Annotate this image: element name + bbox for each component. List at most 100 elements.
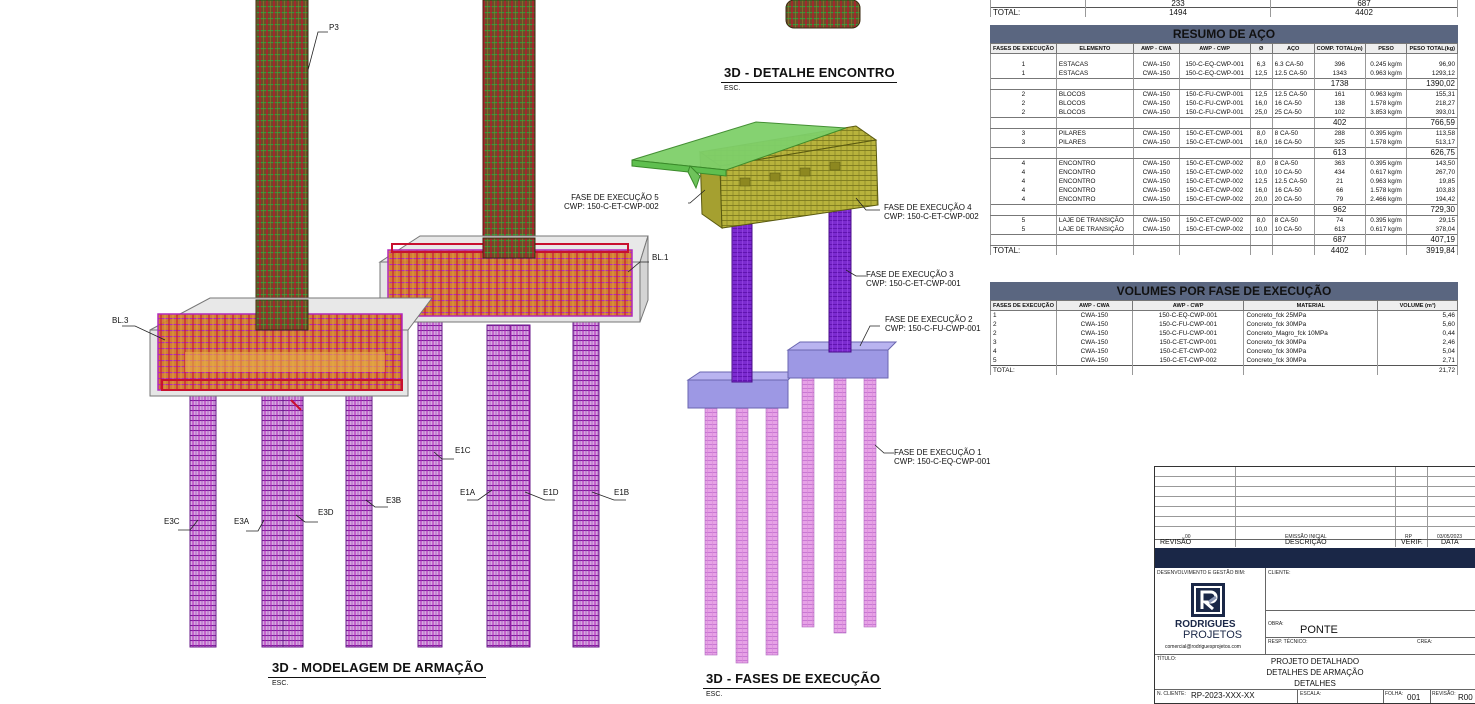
resumo-header-cell: PESO TOTAL(kg) — [1406, 43, 1458, 54]
resumo-cell: CWA-150 — [1132, 99, 1180, 108]
view-title-encontro: 3D - DETALHE ENCONTRO — [724, 65, 895, 80]
company-name-2: PROJETOS — [1183, 629, 1243, 641]
view-title-modelagem: 3D - MODELAGEM DE ARMAÇÃO — [272, 660, 484, 675]
folha-label: FOLHA: — [1385, 691, 1404, 697]
resumo-cell: ENCONTRO — [1055, 158, 1134, 168]
volumes-cell: 0,44 — [1377, 329, 1458, 338]
label-e3a: E3A — [234, 517, 250, 526]
titulo-line-1: PROJETO DETALHADO — [1270, 657, 1360, 666]
resumo-cell — [990, 234, 1057, 246]
resumo-cell: 1293,12 — [1406, 69, 1458, 79]
resumo-cell — [990, 204, 1057, 216]
volumes-cell: CWA-150 — [1055, 310, 1133, 320]
volumes-total-cell — [1243, 365, 1379, 375]
rev-header-desc: DESCRIÇÃO — [1285, 539, 1327, 546]
resumo-cell — [1364, 204, 1408, 216]
resumo-cell: 150-C-EQ-CWP-001 — [1178, 60, 1251, 69]
title-underline — [721, 82, 897, 83]
column-right — [482, 0, 536, 256]
titulo-line-3: DETALHES — [1294, 679, 1336, 688]
resumo-cell: CWA-150 — [1132, 138, 1180, 148]
volumes-cell: 150-C-ET-CWP-002 — [1131, 347, 1245, 356]
resumo-cell: CWA-150 — [1132, 168, 1180, 177]
resumo-cell: 1 — [990, 60, 1057, 69]
resumo-cell: 12,5 — [1249, 89, 1273, 99]
phase1-pile — [765, 404, 779, 656]
resumo-cell — [1132, 204, 1180, 216]
resumo-cell: 150-C-ET-CWP-002 — [1178, 158, 1251, 168]
title-underline — [703, 688, 881, 689]
resumo-cell: 150-C-ET-CWP-002 — [1178, 225, 1251, 235]
resumo-cell: CWA-150 — [1132, 177, 1180, 186]
resumo-cell: 19,85 — [1406, 177, 1458, 186]
resumo-cell — [1249, 147, 1273, 159]
resumo-cell: 0.245 kg/m — [1364, 60, 1408, 69]
volumes-cell: CWA-150 — [1055, 338, 1133, 347]
resumo-cell — [1178, 147, 1251, 159]
resumo-cell — [1364, 117, 1408, 129]
resumo-cell: 25 CA-50 — [1271, 108, 1315, 118]
resumo-cell — [1249, 117, 1273, 129]
resumo-cell — [1055, 78, 1134, 90]
resumo-cell: 16,0 — [1249, 138, 1273, 148]
subtotal-peso: 626,75 — [1406, 147, 1458, 159]
resumo-cell: BLOCOS — [1055, 108, 1134, 118]
resumo-cell: ENCONTRO — [1055, 168, 1134, 177]
rev-no: 00 — [1185, 534, 1191, 540]
resumo-cell: 8 CA-50 — [1271, 158, 1315, 168]
phase1-pile — [735, 404, 749, 664]
resumo-cell: 1.578 kg/m — [1364, 99, 1408, 108]
subtotal-comp: 1738 — [1313, 78, 1366, 90]
volumes-total-cell: 21,72 — [1377, 365, 1458, 375]
phase3-column — [731, 221, 753, 383]
resumo-cell: 66 — [1313, 186, 1366, 195]
resumo-cell: 150-C-FU-CWP-001 — [1178, 99, 1251, 108]
title-underline — [268, 677, 486, 678]
resumo-cell: 2.466 kg/m — [1364, 195, 1408, 205]
obra-value: PONTE — [1300, 624, 1338, 636]
resumo-cell: 8,0 — [1249, 158, 1273, 168]
volumes-cell: 150-C-FU-CWP-001 — [1131, 320, 1245, 329]
volumes-cell: 5,60 — [1377, 320, 1458, 329]
resumo-cell — [1271, 234, 1315, 246]
resumo-cell — [1055, 117, 1134, 129]
resumo-cell: 4 — [990, 177, 1057, 186]
resumo-cell: 10,0 — [1249, 225, 1273, 235]
pile-e3c — [189, 384, 217, 648]
resumo-cell: 325 — [1313, 138, 1366, 148]
view-scale-modelagem: ESC. — [272, 680, 289, 687]
resumo-cell: 1.578 kg/m — [1364, 138, 1408, 148]
resumo-cell: 20 CA-50 — [1271, 195, 1315, 205]
pile-e1c — [417, 317, 443, 648]
volumes-cell: 2,46 — [1377, 338, 1458, 347]
resumo-cell — [1132, 117, 1180, 129]
block-bl1 — [378, 235, 649, 323]
resumo-cell: 4 — [990, 168, 1057, 177]
titulo-label: TÍTULO: — [1157, 656, 1177, 662]
resumo-cell — [1249, 78, 1273, 90]
resumo-cell: 0.617 kg/m — [1364, 225, 1408, 235]
resumo-cell: 150-C-FU-CWP-001 — [1178, 89, 1251, 99]
label-e1d: E1D — [543, 488, 559, 497]
resumo-cell: 1 — [990, 69, 1057, 79]
resumo-cell: 150-C-EQ-CWP-001 — [1178, 69, 1251, 79]
volumes-header-cell: VOLUME (m³) — [1377, 300, 1458, 311]
subtotal-peso: 1390,02 — [1406, 78, 1458, 90]
resumo-cell: CWA-150 — [1132, 60, 1180, 69]
volumes-cell: 4 — [990, 347, 1057, 356]
resumo-cell: ESTACAS — [1055, 69, 1134, 79]
volumes-total-cell: TOTAL: — [990, 365, 1057, 375]
resumo-cell — [1132, 147, 1180, 159]
volumes-cell: 2 — [990, 329, 1057, 338]
resumo-cell: 0.395 kg/m — [1364, 128, 1408, 138]
escala-label: ESCALA: — [1300, 691, 1322, 697]
